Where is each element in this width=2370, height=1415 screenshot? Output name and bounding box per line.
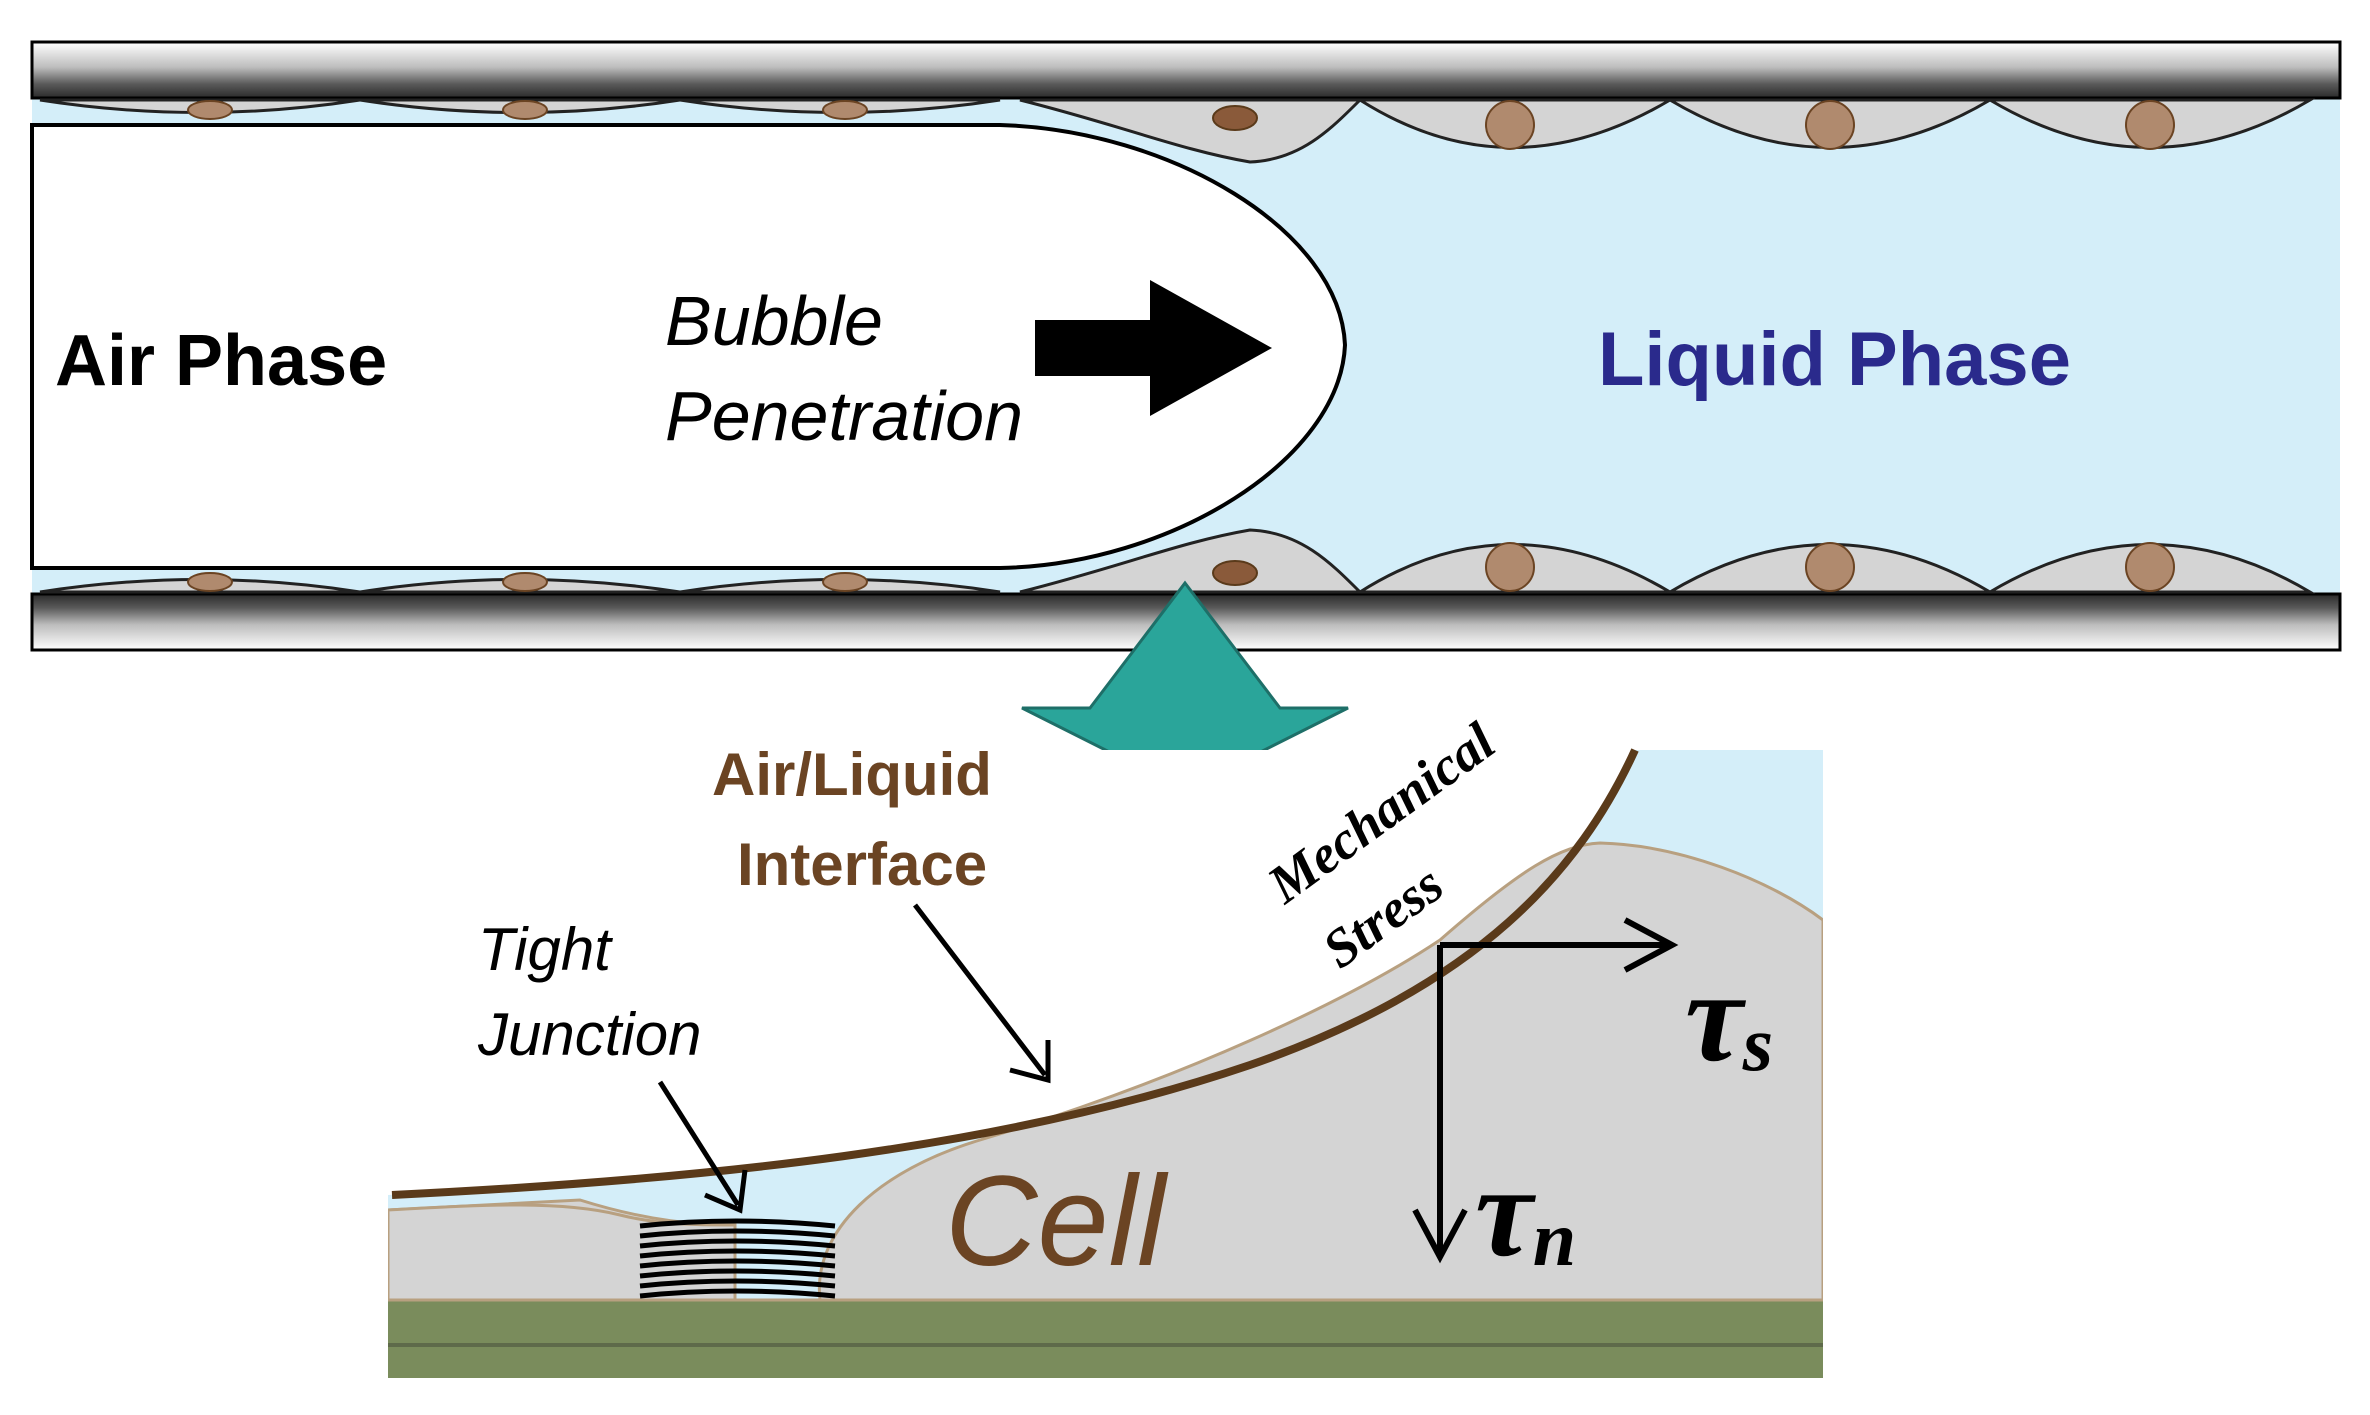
tau-s-label: τs <box>1685 945 1773 1089</box>
tau-n-symbol: τ <box>1475 1140 1536 1284</box>
interface-label-line1: Air/Liquid <box>712 741 992 808</box>
top-wall <box>30 40 2342 100</box>
junction-label-line2: Junction <box>477 1001 701 1068</box>
tau-n-label: τn <box>1475 1140 1576 1284</box>
tight-junction <box>639 1218 836 1299</box>
interface-line <box>391 748 1639 1199</box>
bottom-flat-nuclei <box>187 572 868 592</box>
bubble-label-line1: Bubble <box>665 282 883 360</box>
interface-label-line2: Interface <box>737 831 987 898</box>
pointer-arrows <box>657 903 1051 1214</box>
tau-n-subscript: n <box>1533 1195 1576 1282</box>
liquid-phase-label: Liquid Phase <box>1598 317 2071 402</box>
cell-label: Cell <box>945 1150 1169 1293</box>
bubble-direction-arrow <box>1035 280 1272 416</box>
channel-panel: Air Phase Bubble Penetration Liquid Phas… <box>30 40 2342 652</box>
transition-nuclei <box>1212 105 1258 586</box>
tau-s-subscript: s <box>1742 1000 1773 1087</box>
air-bubble <box>30 123 1348 570</box>
stress-vectors <box>1412 917 1679 1264</box>
air-phase-label: Air Phase <box>55 321 387 401</box>
detail-panel: Air/Liquid Interface Mechanical Stress T… <box>388 711 1823 1378</box>
tau-s-symbol: τ <box>1685 945 1746 1089</box>
bubble-label-line2: Penetration <box>665 377 1023 455</box>
top-flat-nuclei <box>187 100 868 120</box>
junction-label-line1: Tight <box>478 916 613 983</box>
transition-cells <box>1019 98 1364 594</box>
top-liquid-nuclei <box>1485 100 2175 150</box>
substrate <box>388 1300 1823 1378</box>
bottom-liquid-nuclei <box>1485 542 2175 592</box>
